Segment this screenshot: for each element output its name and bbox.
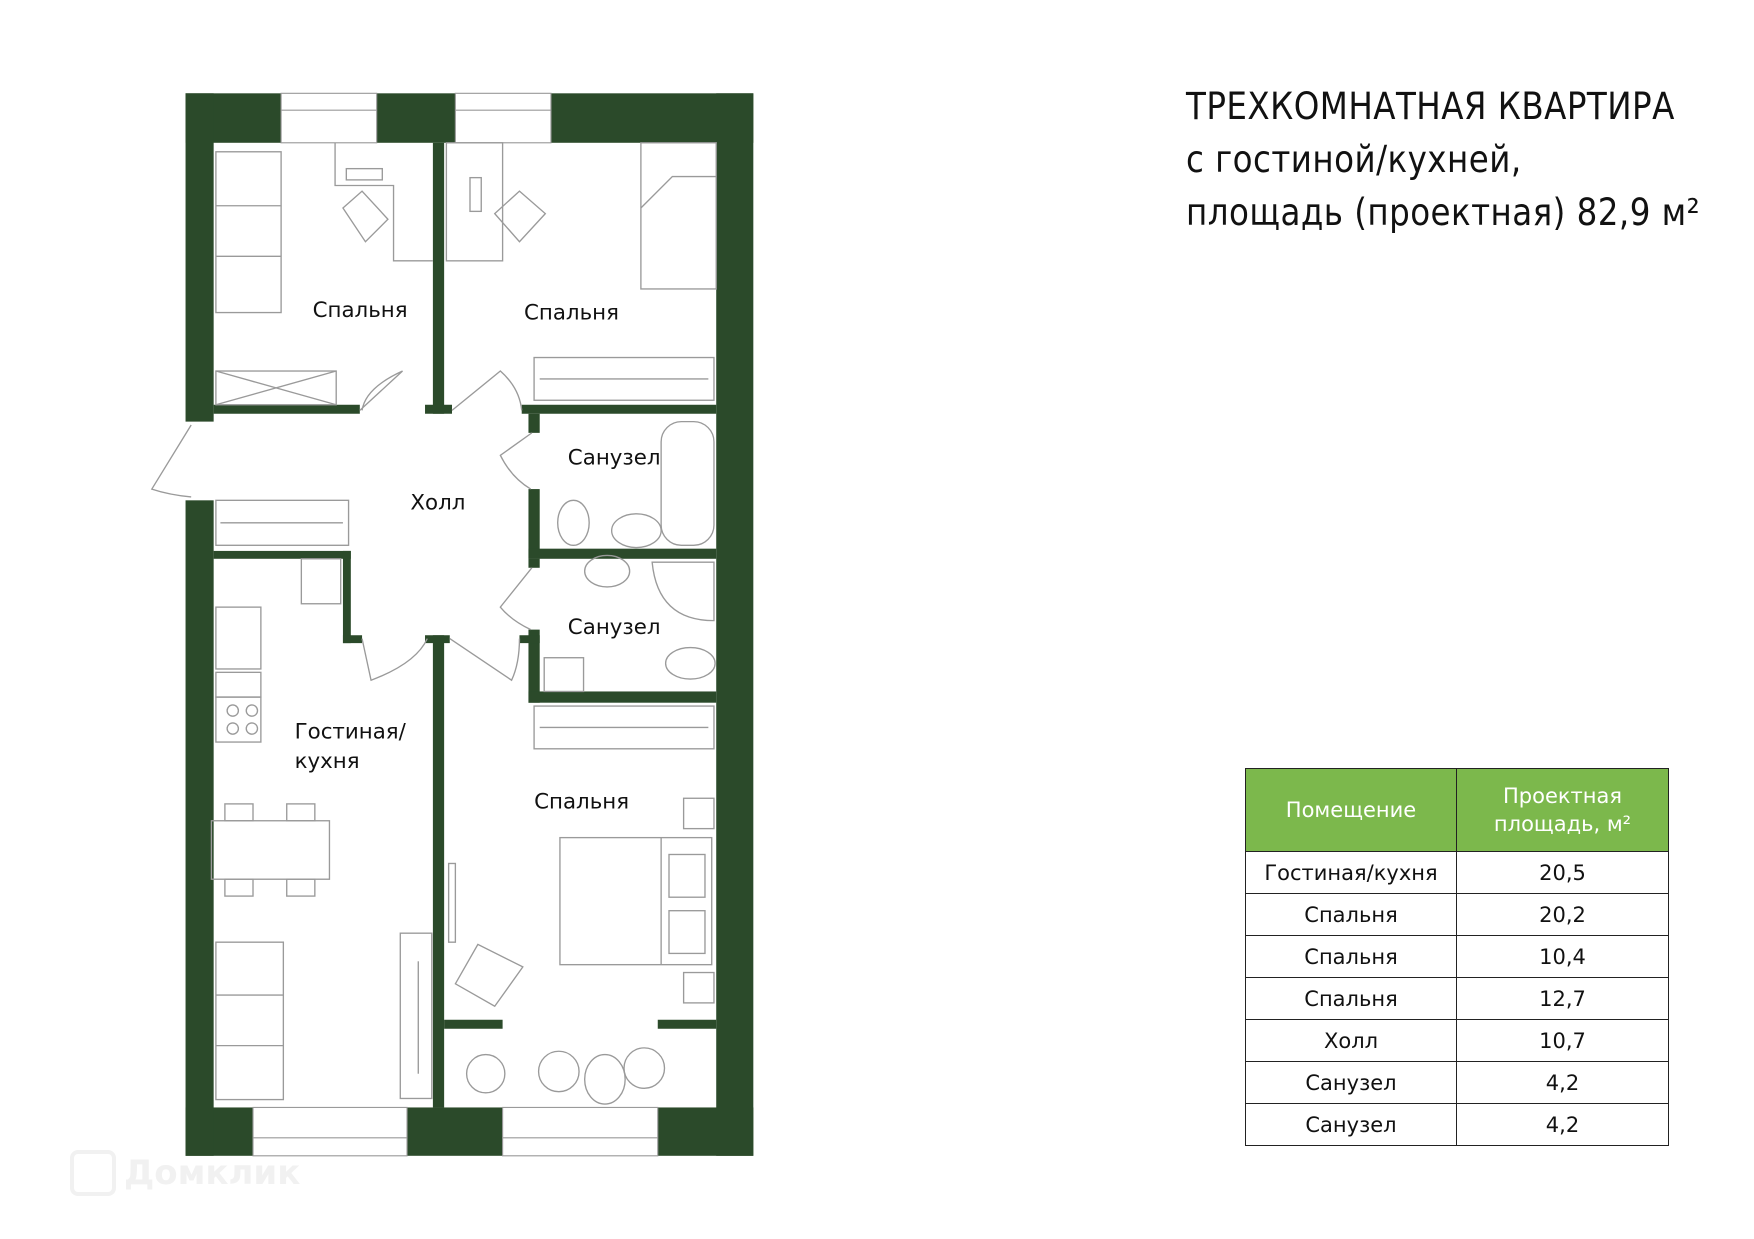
cell-room: Санузел bbox=[1245, 1103, 1457, 1146]
room-label-hall: Холл bbox=[410, 490, 465, 515]
cell-room: Гостиная/кухня bbox=[1245, 851, 1457, 894]
cell-area: 4,2 bbox=[1456, 1061, 1669, 1104]
cell-room: Спальня bbox=[1245, 893, 1457, 936]
cell-area: 12,7 bbox=[1456, 977, 1669, 1020]
cell-room: Спальня bbox=[1245, 935, 1457, 978]
cell-area: 4,2 bbox=[1456, 1103, 1669, 1146]
windows bbox=[252, 92, 659, 1157]
room-label-living-1: Гостиная/ bbox=[295, 720, 407, 745]
cell-area: 10,7 bbox=[1456, 1019, 1669, 1062]
room-label-bathroom-2: Санузел bbox=[568, 615, 661, 640]
doors bbox=[150, 370, 533, 682]
cell-area: 10,4 bbox=[1456, 935, 1669, 978]
room-label-bedroom-1: Спальня bbox=[313, 298, 408, 323]
header-area-line-1: Проектная bbox=[1502, 784, 1623, 808]
cell-area: 20,5 bbox=[1456, 851, 1669, 894]
room-label-bedroom-2: Спальня bbox=[524, 300, 619, 325]
walls bbox=[185, 93, 754, 1156]
title-line-3: площадь (проектная) 82,9 м² bbox=[1186, 191, 1701, 234]
area-table: Помещение Проектная площадь, м² Гостиная/… bbox=[1245, 768, 1669, 1146]
furniture bbox=[210, 142, 717, 1105]
header-area-line-2: площадь, м² bbox=[1493, 812, 1632, 836]
room-label-bathroom-1: Санузел bbox=[568, 445, 661, 470]
domclick-logo-icon bbox=[70, 1150, 116, 1196]
page-title: ТРЕХКОМНАТНАЯ КВАРТИРА с гостиной/кухней… bbox=[1186, 80, 1700, 239]
cell-room: Холл bbox=[1245, 1019, 1457, 1062]
watermark-text: Домклик bbox=[124, 1153, 301, 1193]
cell-room: Санузел bbox=[1245, 1061, 1457, 1104]
table-header: Помещение Проектная площадь, м² bbox=[1245, 768, 1669, 852]
header-room: Помещение bbox=[1245, 768, 1457, 852]
title-line-2: с гостиной/кухней, bbox=[1186, 138, 1522, 181]
header-area: Проектная площадь, м² bbox=[1456, 768, 1669, 852]
room-label-bedroom-3: Спальня bbox=[534, 789, 629, 814]
cell-area: 20,2 bbox=[1456, 893, 1669, 936]
watermark: Домклик bbox=[70, 1150, 300, 1196]
room-label-living-2: кухня bbox=[295, 749, 360, 774]
title-line-1: ТРЕХКОМНАТНАЯ КВАРТИРА bbox=[1186, 85, 1675, 128]
cell-room: Спальня bbox=[1245, 977, 1457, 1020]
